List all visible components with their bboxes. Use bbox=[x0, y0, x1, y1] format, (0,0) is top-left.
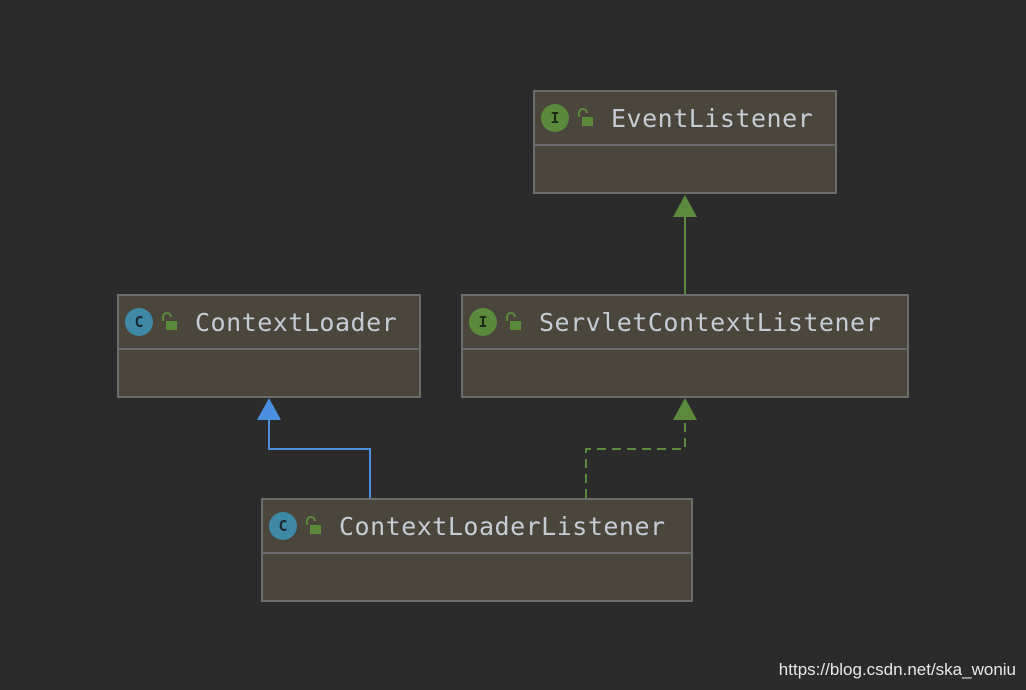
node-header: C ContextLoaderListener bbox=[263, 500, 691, 554]
node-header: I EventListener bbox=[535, 92, 835, 146]
node-name: EventListener bbox=[611, 103, 814, 133]
event-listener-node[interactable]: I EventListener bbox=[533, 90, 837, 194]
interface-icon: I bbox=[541, 104, 569, 132]
class-icon: C bbox=[125, 308, 153, 336]
watermark-url: https://blog.csdn.net/ska_woniu bbox=[778, 660, 1016, 679]
interface-icon: I bbox=[469, 308, 497, 336]
implements-arrowhead bbox=[673, 398, 697, 420]
node-header: C ContextLoader bbox=[119, 296, 419, 350]
unlocked-padlock-icon bbox=[578, 108, 593, 126]
context-loader-node[interactable]: C ContextLoader bbox=[117, 294, 421, 398]
context-loader-listener-node[interactable]: C ContextLoaderListener bbox=[261, 498, 693, 602]
node-name: ServletContextListener bbox=[539, 307, 882, 337]
node-header: I ServletContextListener bbox=[463, 296, 907, 350]
unlocked-padlock-icon bbox=[506, 312, 521, 330]
servlet-context-listener-node[interactable]: I ServletContextListener bbox=[461, 294, 909, 398]
edge-context-loader-listener-implements-servlet-context-listener bbox=[585, 398, 697, 498]
class-icon: C bbox=[269, 512, 297, 540]
unlocked-padlock-icon bbox=[306, 516, 321, 534]
edge-servlet-context-listener-extends-event-listener bbox=[673, 195, 697, 294]
node-name: ContextLoaderListener bbox=[339, 511, 666, 541]
inheritance-arrowhead bbox=[673, 195, 697, 217]
node-name: ContextLoader bbox=[195, 307, 398, 337]
edge-context-loader-listener-extends-context-loader bbox=[257, 398, 371, 498]
unlocked-padlock-icon bbox=[162, 312, 177, 330]
inheritance-arrowhead bbox=[257, 398, 281, 420]
